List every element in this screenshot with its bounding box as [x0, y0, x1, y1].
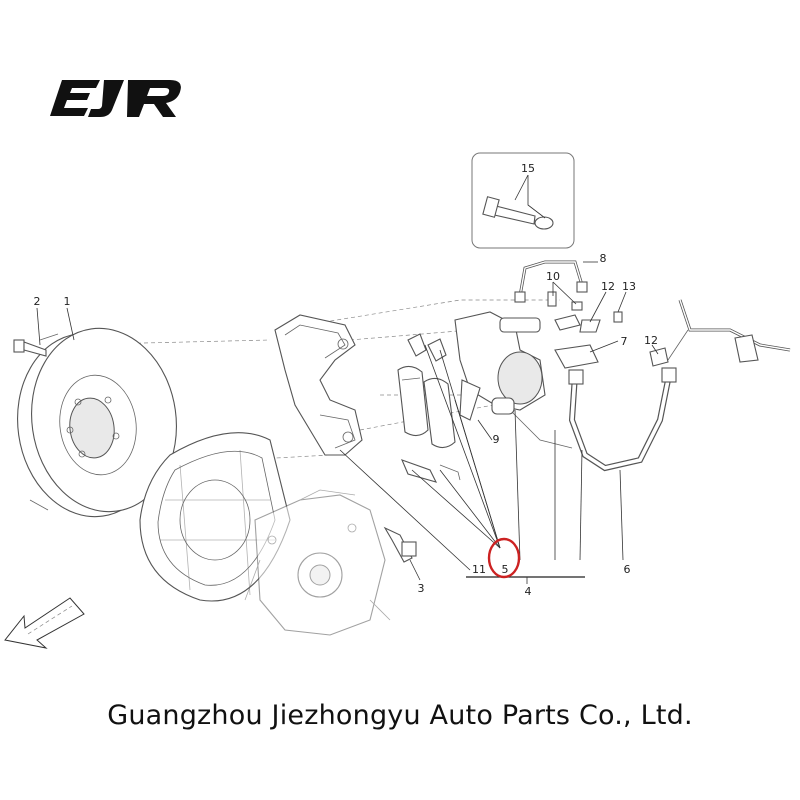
wheel-hub-knuckle	[244, 489, 391, 636]
callout-10: 10	[546, 270, 560, 283]
brake-pads	[397, 365, 456, 449]
bracket-bolt	[383, 526, 417, 563]
callout-4: 4	[525, 585, 532, 598]
callout-labels: 2 1 3 15 8 10 12 13 7 12 9 6 11 5 4	[34, 162, 659, 598]
callout-7: 7	[621, 335, 628, 348]
brake-disc	[17, 327, 177, 518]
company-caption: Guangzhou Jiezhongyu Auto Parts Co., Ltd…	[107, 700, 693, 731]
callout-5: 5	[502, 563, 509, 576]
callout-9: 9	[493, 433, 500, 446]
highlight-circle	[487, 537, 521, 579]
company-logo	[50, 80, 181, 117]
callout-1: 1	[64, 295, 71, 308]
callout-12-upper: 12	[601, 280, 615, 293]
callout-11: 11	[472, 563, 486, 576]
fittings	[547, 291, 669, 369]
callout-3: 3	[418, 582, 425, 595]
callout-13: 13	[622, 280, 636, 293]
dust-shield	[139, 432, 291, 602]
callout-2: 2	[34, 295, 41, 308]
callout-12-lower: 12	[644, 334, 658, 347]
leader-lines	[36, 174, 659, 584]
direction-arrow	[4, 597, 85, 649]
brake-hose	[568, 299, 791, 472]
brake-pipe	[514, 260, 588, 303]
brake-caliper	[454, 311, 573, 449]
callout-6: 6	[624, 563, 631, 576]
guide-pin-inset	[471, 152, 575, 249]
disc-screw	[13, 339, 47, 357]
caliper-bracket	[274, 314, 363, 456]
callout-15: 15	[521, 162, 535, 175]
callout-8: 8	[600, 252, 607, 265]
